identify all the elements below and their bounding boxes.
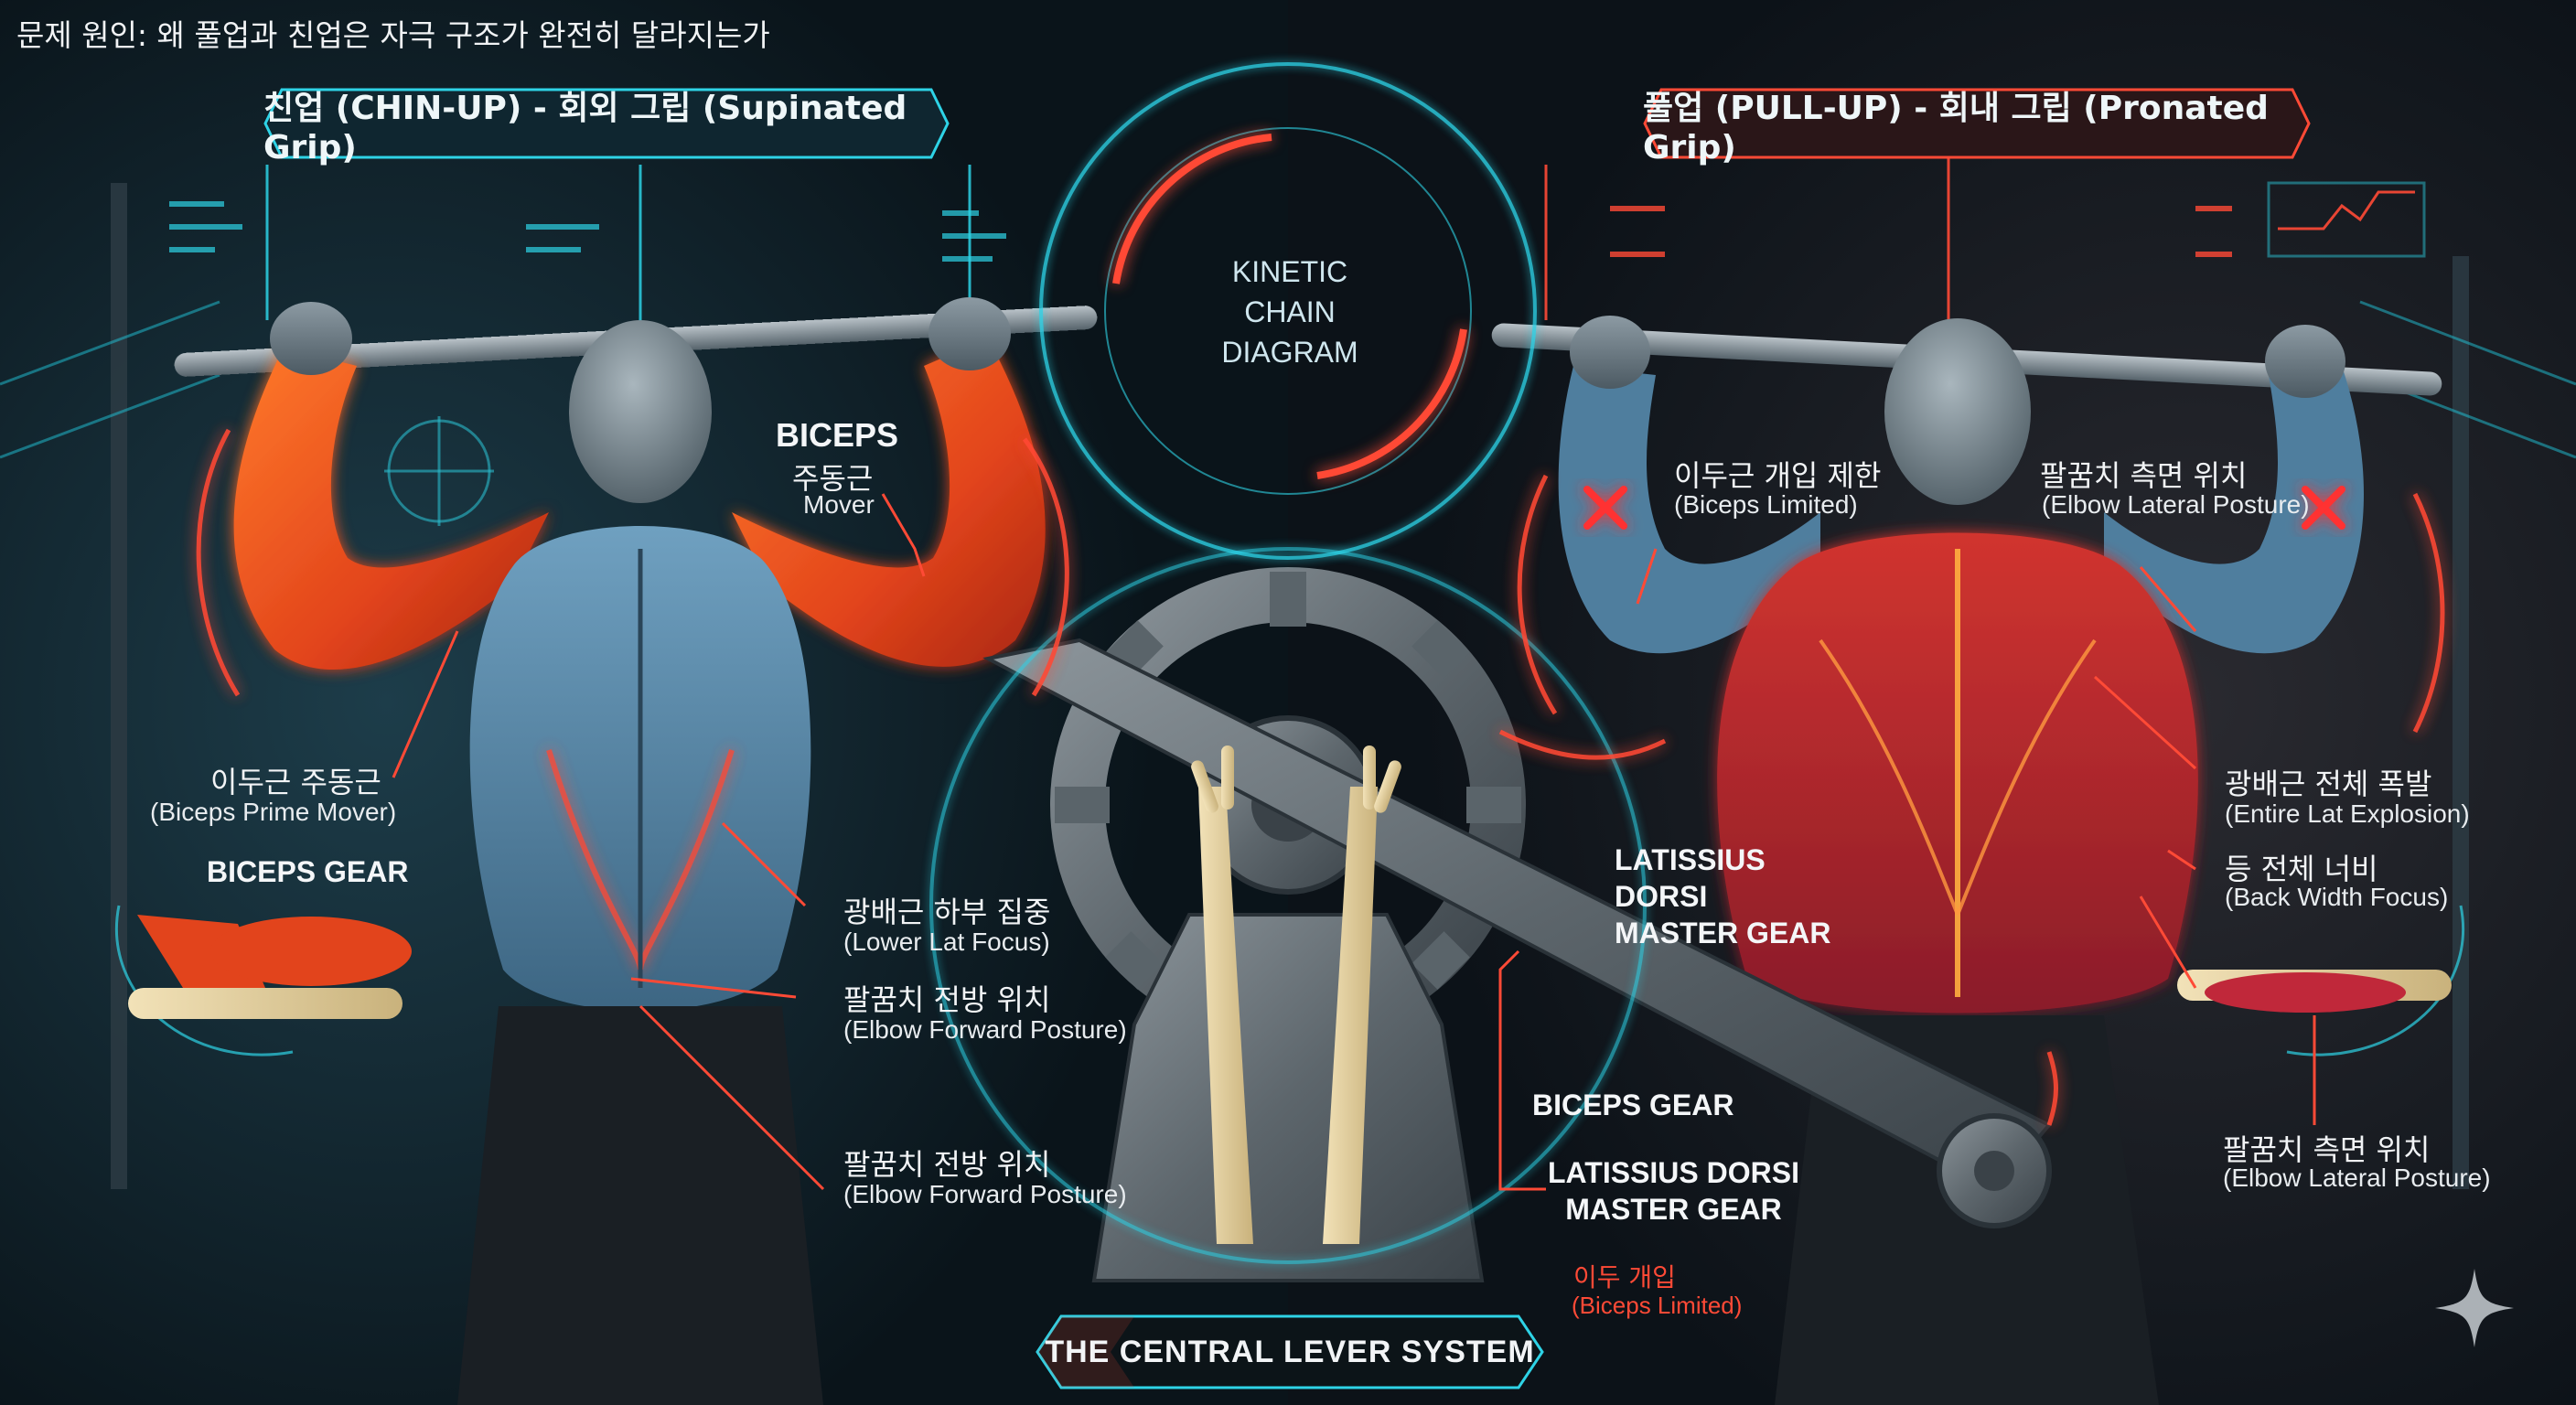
elbow-forward-2-en: (Elbow Forward Posture) [843,1180,1127,1208]
kinetic-chain-ring [1039,62,1537,560]
elbow-forward-1-en: (Elbow Forward Posture) [843,1015,1127,1044]
elbow-lateral-1-kr: 팔꿈치 측면 위치 [2040,458,2248,493]
sparkle-icon [2433,1267,2516,1349]
central-lever-text: THE CENTRAL LEVER SYSTEM [1045,1334,1535,1369]
elbow-lateral-2-en: (Elbow Lateral Posture) [2223,1164,2491,1192]
chin-up-banner-text: 친업 (CHIN-UP) - 회외 그립 (Supinated Grip) [263,89,907,166]
biceps-mover-kr: 주동근 [792,461,874,496]
chin-up-banner: 친업 (CHIN-UP) - 회외 그립 (Supinated Grip) [263,88,950,166]
biceps-minor-en: (Biceps Limited) [1572,1292,1743,1319]
lat-master-gear-right: LATISSIUS DORSI MASTER GEAR [1615,843,1831,949]
elbow-forward-2-kr: 팔꿈치 전방 위치 [843,1147,1051,1182]
biceps-gear-left: BICEPS GEAR [207,855,409,888]
back-width-en: (Back Width Focus) [2225,883,2449,911]
elbow-lateral-1-en: (Elbow Lateral Posture) [2042,490,2310,519]
biceps-minor-kr: 이두 개입 [1573,1262,1676,1292]
biceps-prime-en: (Biceps Prime Mover) [150,798,397,826]
elbow-lateral-2-kr: 팔꿈치 측면 위치 [2223,1132,2431,1167]
lat-master-gear-center: LATISSIUS DORSI MASTER GEAR [1548,1156,1799,1226]
back-width-kr: 등 전체 너비 [2225,852,2378,886]
pull-up-banner: 풀업 (PULL-UP) - 회내 그립 (Pronated Grip) [1643,88,2311,166]
entire-lat-en: (Entire Lat Explosion) [2225,799,2470,828]
page-title: 문제 원인: 왜 풀업과 친업은 자극 구조가 완전히 달라지는가 [16,17,770,53]
biceps-title: BICEPS [776,416,899,454]
biceps-gear-center: BICEPS GEAR [1532,1089,1734,1121]
biceps-prime-kr: 이두근 주동근 [210,765,381,799]
pull-up-banner-text: 풀업 (PULL-UP) - 회내 그립 (Pronated Grip) [1643,89,2269,166]
entire-lat-kr: 광배근 전체 폭발 [2225,767,2432,801]
central-lever-title: THE CENTRAL LEVER SYSTEM [1034,1313,1546,1391]
lower-lat-kr: 광배근 하부 집중 [843,895,1051,929]
kinetic-chain-label: KINETIC CHAIN DIAGRAM [1221,255,1358,369]
lower-lat-en: (Lower Lat Focus) [843,928,1050,956]
biceps-limited-kr: 이두근 개입 제한 [1674,458,1882,493]
elbow-forward-1-kr: 팔꿈치 전방 위치 [843,982,1051,1017]
biceps-mover-en: Mover [803,490,875,519]
biceps-limited-en: (Biceps Limited) [1674,490,1858,519]
